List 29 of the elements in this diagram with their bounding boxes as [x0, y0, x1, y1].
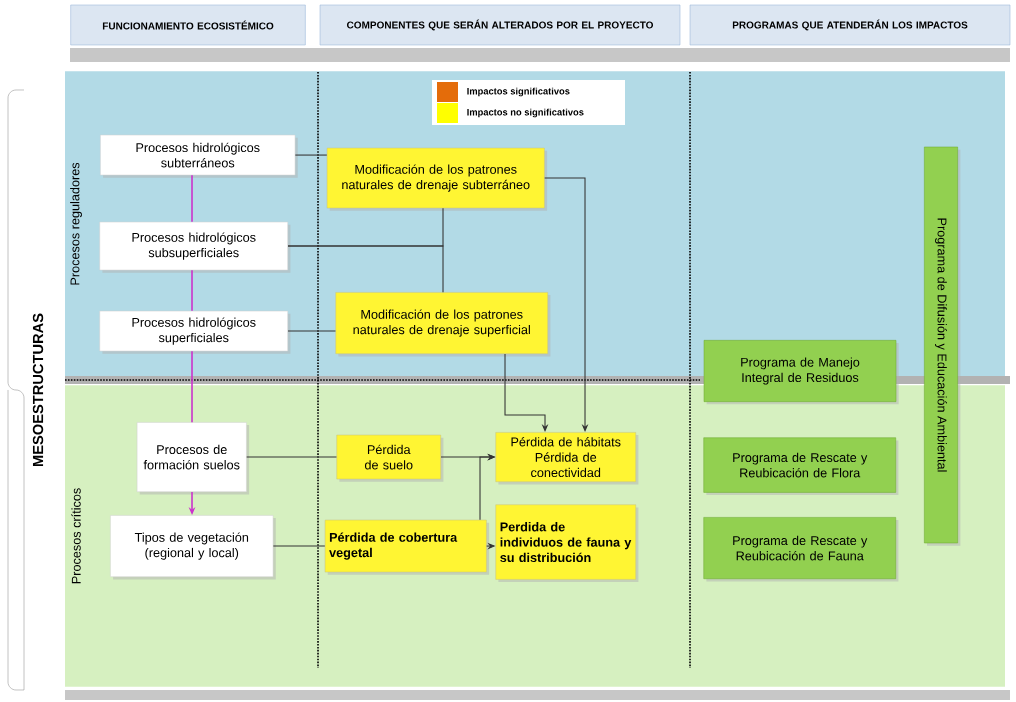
column-header: PROGRAMAS QUE ATENDERÁN LOS IMPACTOS — [689, 4, 1011, 46]
impact-box: Pérdida de cobertura vegetal — [324, 519, 490, 575]
connector — [287, 330, 336, 332]
process-box: Tipos de vegetación (regional y local) — [110, 515, 276, 580]
connector — [191, 269, 193, 312]
connector — [294, 154, 328, 156]
column-header: COMPONENTES QUE SERÁN ALTERADOS POR EL PROYECTO — [319, 4, 681, 46]
legend-label: Impactos no significativos — [467, 108, 584, 118]
process-box: Procesos hidrológicos subsuperficiales — [99, 221, 291, 273]
column-header: FUNCIONAMIENTO ECOSISTÉMICO — [70, 4, 306, 46]
connector — [272, 545, 326, 547]
process-box: Procesos de formación suelos — [136, 422, 250, 495]
connector — [246, 456, 337, 458]
program-box: Programa de Rescate y Reubicación de Flora — [703, 437, 899, 496]
process-box: Procesos hidrológicos superficiales — [99, 310, 291, 354]
legend-label: Impactos significativos — [467, 87, 570, 97]
program-box: Programa de Manejo Integral de Residuos — [703, 340, 899, 405]
connector — [191, 174, 193, 223]
connector — [191, 350, 193, 423]
impact-box: Pérdida de suelo — [336, 434, 444, 482]
impact-box: Perdida de individuos de fauna y su distribución — [495, 504, 639, 583]
connector — [287, 245, 444, 293]
process-box: Procesos hidrológicos subterráneos — [100, 134, 298, 178]
program-box: Programa de Rescate y Reubicación de Fauna — [703, 517, 899, 582]
bracket: MESOESTRUCTURAS — [7, 89, 44, 691]
impact-box: Modificación de los patrones naturales de drenaje superficial — [335, 292, 551, 357]
impact-box: Modificación de los patrones naturales de drenaje subterráneo — [326, 147, 548, 211]
impact-box: Pérdida de hábitats Pérdida de conectividad — [495, 432, 639, 485]
program-box: Programa de Difusión y Educación Ambiental — [924, 146, 961, 546]
